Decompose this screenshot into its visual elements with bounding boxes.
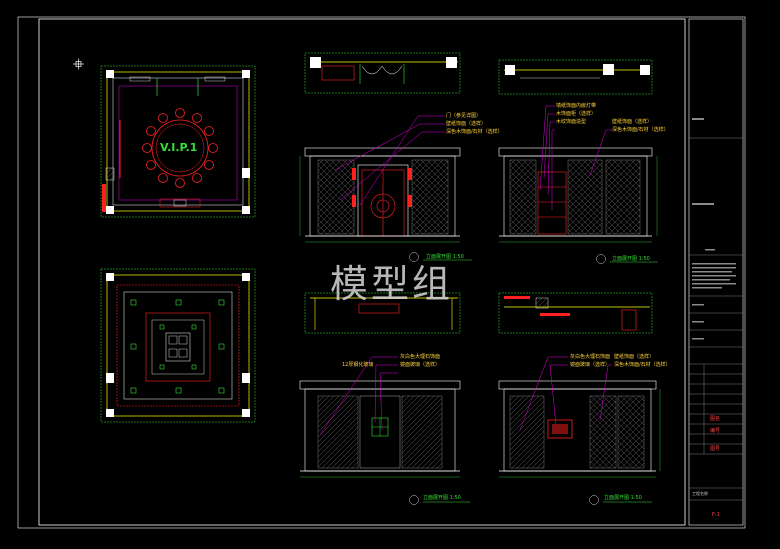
elevation-a-plan-strip — [304, 52, 461, 94]
note-c-3: 镜面玻璃（选样） — [400, 362, 441, 368]
elevation-d — [498, 380, 661, 478]
note-b-5: 深色木饰面/石材（选样） — [612, 127, 669, 133]
elevation-a — [299, 147, 461, 243]
note-d-2: 镜面玻璃（选样） — [570, 362, 611, 368]
title-block-red-2: 编号 — [710, 428, 721, 434]
note-a-2: 壁纸饰面（选样） — [446, 121, 487, 127]
elevation-c — [299, 380, 461, 478]
annotation-leaders — [319, 105, 612, 436]
note-b-4: 壁纸饰面（选样） — [612, 119, 653, 125]
title-block-red-3: 图号 — [710, 446, 721, 452]
note-d-4: 深色木饰面/石材（选样） — [614, 362, 671, 368]
elevation-title-c: 立面展开图 1:50 — [423, 495, 461, 501]
note-a-1: 门（参见详图） — [446, 113, 482, 119]
title-block-bottom-label: 工程名称 — [692, 491, 708, 496]
sheet-outer-border — [17, 16, 746, 529]
elevation-b-plan-strip — [498, 59, 653, 95]
section-markers — [409, 252, 606, 505]
title-block-red-1: 图名 — [710, 416, 721, 422]
ceiling-plan — [100, 268, 256, 423]
note-b-1: 墙纸饰面内嵌灯带 — [556, 103, 597, 109]
title-block — [688, 18, 744, 526]
room-name-label: V.I.P.1 — [160, 141, 198, 154]
note-c-2: 灰白色大理石饰面 — [400, 354, 441, 360]
note-b-3: 木纹饰面造型 — [556, 119, 587, 125]
elevation-title-b: 立面展开图 1:50 — [612, 256, 650, 262]
note-c-1: 12厚钢化玻璃 — [342, 362, 374, 368]
note-d-3: 壁纸饰面（选样） — [614, 354, 655, 360]
elevation-b — [498, 147, 658, 243]
elevation-c-plan-strip — [304, 292, 461, 334]
downlights — [130, 299, 225, 394]
title-block-lines — [689, 137, 743, 501]
dining-chairs — [142, 108, 218, 188]
watermark: 模型组 — [330, 262, 454, 306]
title-block-text-bars — [692, 118, 736, 340]
crosshair-cursor-icon — [73, 58, 84, 70]
elevation-title-a: 立面展开图 1:50 — [426, 254, 464, 260]
note-d-1: 灰白色大理石饰面 — [570, 354, 611, 360]
note-a-3: 深色木饰面/石材（选样） — [446, 129, 503, 135]
note-b-2: 木饰面柜（选样） — [556, 111, 597, 117]
floor-plan — [100, 65, 256, 218]
title-underlines — [423, 259, 658, 503]
elevation-title-d: 立面展开图 1:50 — [604, 495, 642, 501]
sheet-inner-border — [38, 18, 686, 526]
title-block-page-number: F-1 — [712, 512, 720, 518]
elevation-d-plan-strip — [498, 292, 653, 334]
